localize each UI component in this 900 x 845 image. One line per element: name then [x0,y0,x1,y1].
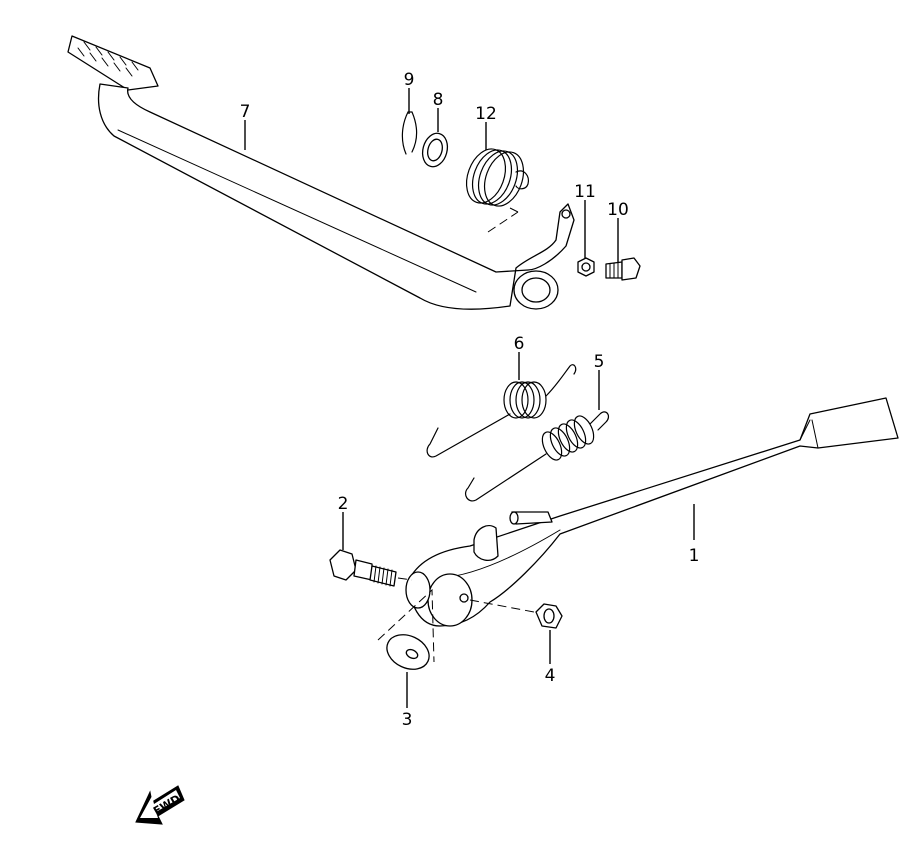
washer-8 [421,132,449,168]
callout-5: 5 [594,352,605,372]
cotter-pin [401,111,418,155]
callout-12: 12 [475,104,497,124]
spring-6 [426,364,577,458]
callout-4: 4 [545,666,556,686]
fwd-arrow-icon: FWD [135,785,185,825]
callout-10: 10 [607,200,629,220]
callout-8: 8 [433,90,444,110]
callout-2: 2 [338,494,349,514]
nut-4 [535,603,563,629]
callout-11: 11 [574,182,596,202]
callout-9: 9 [404,70,415,90]
pivot-bolt [329,549,397,587]
assembly-guides [377,577,535,663]
nut-11 [577,257,595,277]
callout-3: 3 [402,710,413,730]
brake-pedal [67,35,575,310]
washer-3 [386,634,430,670]
callout-7: 7 [240,102,251,122]
leader-lines [244,88,695,708]
callout-1: 1 [689,546,700,566]
callout-6: 6 [514,334,525,354]
bolt-10 [605,257,641,281]
side-stand [405,397,899,627]
spring-5 [464,411,610,502]
return-spring [465,148,529,233]
